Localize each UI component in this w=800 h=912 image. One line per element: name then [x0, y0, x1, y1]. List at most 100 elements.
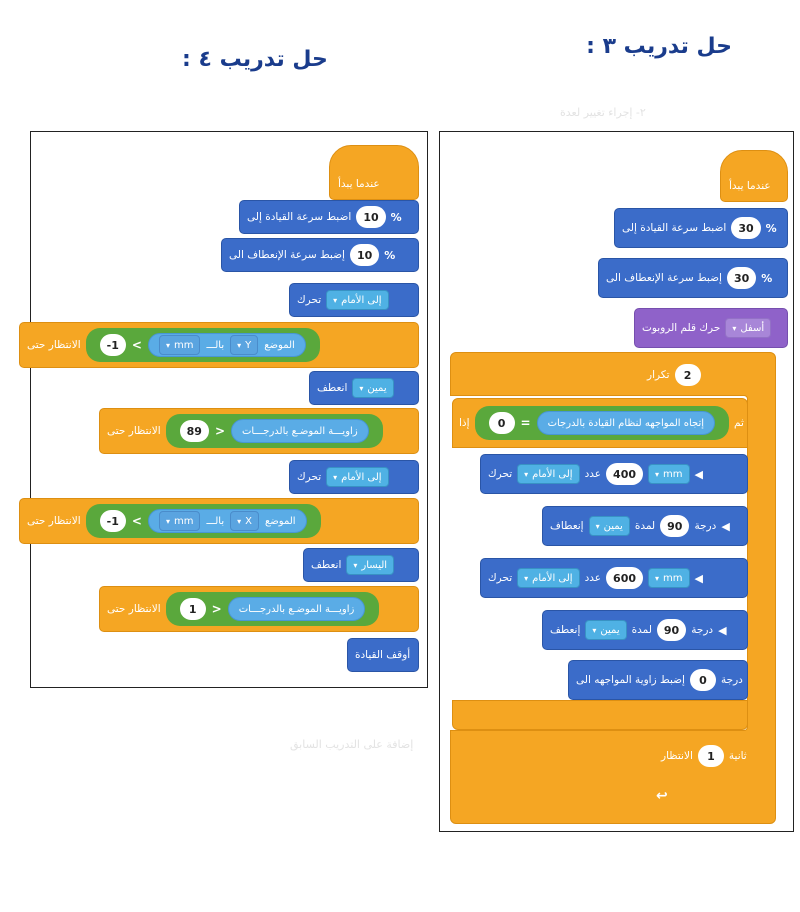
drive-for-block[interactable]: تحرك ▾إلى الأمام عدد 400 ▾mm ◀ [480, 454, 748, 494]
block-label: تحرك [297, 471, 322, 483]
turn-block[interactable]: انعطف ▾يمين [309, 371, 419, 405]
when-started-hat-block[interactable]: عندما يبدأ [720, 150, 788, 202]
block-label: إنعطف [550, 624, 581, 636]
direction-dropdown[interactable]: ▾إلى الأمام [517, 464, 580, 484]
chevron-down-icon: ▾ [165, 340, 170, 350]
block-label: الانتظار حتى [107, 425, 161, 437]
degree-unit: درجة [694, 520, 717, 532]
expand-arrow-icon[interactable]: ◀ [694, 571, 703, 585]
set-drive-velocity-block[interactable]: اضبط سرعة القيادة إلى 30 % [614, 208, 788, 248]
chevron-down-icon: ▾ [237, 340, 242, 350]
drive-for-block[interactable]: تحرك ▾إلى الأمام عدد 600 ▾mm ◀ [480, 558, 748, 598]
percent-unit: % [765, 221, 777, 235]
set-heading-block[interactable]: إضبط زاوية المواجهه الى 0 درجة [568, 660, 748, 700]
compare-value-input[interactable]: 0 [488, 412, 515, 434]
unit-dropdown[interactable]: ▾mm [158, 335, 201, 355]
drive-heading-reporter[interactable]: إتجاه المواجهه لنظام القيادة بالدرجات [536, 411, 716, 435]
direction-dropdown[interactable]: ▾إلى الأمام [326, 467, 389, 487]
unit-dropdown[interactable]: ▾mm [158, 511, 201, 531]
axis-dropdown[interactable]: ▾X [230, 511, 259, 531]
angle-input[interactable]: 90 [656, 619, 687, 641]
direction-dropdown[interactable]: ▾اليسار [346, 555, 395, 575]
wait-until-block[interactable]: الانتظار حتى 89 > زاويـــة الموضـع بالدر… [99, 408, 419, 454]
stop-driving-block[interactable]: أوقف القيادة [347, 638, 419, 672]
heading-sensor-reporter[interactable]: زاويـــة الموضـع بالدرجـــات [227, 597, 366, 621]
compare-value-input[interactable]: -1 [99, 334, 126, 356]
greater-than-operator[interactable]: 89 > زاويـــة الموضـع بالدرجـــات [165, 414, 383, 448]
set-drive-velocity-block[interactable]: اضبط سرعة القيادة إلى 10 % [239, 200, 419, 234]
move-pen-block[interactable]: حرك قلم الروبوت ▾أسفل [634, 308, 788, 348]
percent-unit: % [390, 210, 402, 224]
block-label: لمدة [634, 520, 656, 532]
less-than-operator[interactable]: -1 < الموضع ▾X بالـــ ▾mm [85, 504, 321, 538]
unit-dropdown[interactable]: ▾mm [648, 464, 690, 484]
repeat-count-input[interactable]: 2 [674, 364, 701, 386]
wait-until-block[interactable]: الانتظار حتى 1 > زاويـــة الموضـع بالدرج… [99, 586, 419, 632]
velocity-input[interactable]: 30 [731, 217, 761, 239]
title-exercise-3: حل تدريب ٣ : [586, 34, 732, 59]
equals-operator[interactable]: 0 = إتجاه المواجهه لنظام القيادة بالدرجا… [474, 406, 730, 440]
chevron-down-icon: ▾ [592, 625, 597, 635]
exercise-3-panel: عندما يبدأ اضبط سرعة القيادة إلى 30 % إض… [439, 131, 794, 832]
when-started-hat-block[interactable]: عندما يبدأ [329, 145, 419, 200]
block-label: انعطف [317, 382, 348, 394]
block-label: انعطف [311, 559, 342, 571]
block-label: أوقف القيادة [355, 649, 411, 661]
greater-than-operator[interactable]: 1 > زاويـــة الموضـع بالدرجـــات [165, 592, 380, 626]
turn-velocity-input[interactable]: 30 [726, 267, 757, 289]
turn-for-block[interactable]: إنعطاف ▾يمين لمدة 90 درجة ◀ [542, 506, 748, 546]
direction-dropdown[interactable]: ▾إلى الأمام [326, 290, 389, 310]
drive-block[interactable]: تحرك ▾إلى الأمام [289, 283, 419, 317]
compare-value-input[interactable]: -1 [99, 510, 126, 532]
operator-symbol: > [214, 424, 226, 438]
distance-input[interactable]: 600 [606, 567, 644, 589]
turn-velocity-input[interactable]: 10 [349, 244, 380, 266]
direction-dropdown[interactable]: ▾يمين [588, 516, 630, 536]
chevron-down-icon: ▾ [595, 521, 600, 531]
block-label: تحرك [488, 572, 513, 584]
drive-block[interactable]: تحرك ▾إلى الأمام [289, 460, 419, 494]
distance-input[interactable]: 400 [606, 463, 644, 485]
block-label: إضبط زاوية المواجهه الى [576, 674, 685, 686]
axis-dropdown[interactable]: ▾Y [230, 335, 259, 355]
pen-position-dropdown[interactable]: ▾أسفل [725, 318, 772, 338]
block-label: عدد [584, 572, 602, 584]
expand-arrow-icon[interactable]: ◀ [694, 467, 703, 481]
angle-input[interactable]: 90 [660, 515, 690, 537]
position-sensor-reporter[interactable]: الموضع ▾Y بالـــ ▾mm [147, 333, 306, 357]
heading-sensor-reporter[interactable]: زاويـــة الموضـع بالدرجـــات [231, 419, 369, 443]
if-header[interactable]: إذا 0 = إتجاه المواجهه لنظام القيادة بال… [452, 398, 748, 448]
if-label: إذا [459, 417, 470, 429]
compare-value-input[interactable]: 89 [179, 420, 209, 442]
block-label: حرك قلم الروبوت [642, 322, 721, 334]
operator-symbol: > [211, 602, 222, 616]
repeat-label: تكرار [647, 369, 670, 381]
wait-until-block[interactable]: الانتظار حتى -1 < الموضع ▾X بالـــ ▾mm [19, 498, 419, 544]
title-exercise-4: حل تدريب ٤ : [182, 47, 328, 72]
direction-dropdown[interactable]: ▾يمين [352, 378, 394, 398]
block-label: إضبط سرعة الإنعطاف الى [606, 272, 722, 284]
position-sensor-reporter[interactable]: الموضع ▾X بالـــ ▾mm [147, 509, 307, 533]
wait-until-block[interactable]: الانتظار حتى -1 < الموضع ▾Y بالـــ ▾mm [19, 322, 419, 368]
chevron-down-icon: ▾ [333, 472, 338, 482]
seconds-input[interactable]: 1 [697, 745, 724, 767]
heading-input[interactable]: 0 [689, 669, 716, 691]
turn-block[interactable]: انعطف ▾اليسار [303, 548, 419, 582]
chevron-down-icon: ▾ [237, 516, 242, 526]
set-turn-velocity-block[interactable]: إضبط سرعة الإنعطاف الى 10 % [221, 238, 419, 272]
direction-dropdown[interactable]: ▾إلى الأمام [517, 568, 580, 588]
expand-arrow-icon[interactable]: ◀ [721, 519, 730, 533]
velocity-input[interactable]: 10 [356, 206, 386, 228]
set-turn-velocity-block[interactable]: إضبط سرعة الإنعطاف الى 30 % [598, 258, 788, 298]
block-label: الانتظار حتى [27, 339, 81, 351]
repeat-header[interactable]: تكرار 2 [640, 358, 776, 392]
direction-dropdown[interactable]: ▾يمين [585, 620, 627, 640]
block-label: اضبط سرعة القيادة إلى [622, 222, 727, 234]
expand-arrow-icon[interactable]: ◀ [718, 623, 727, 637]
unit-dropdown[interactable]: ▾mm [648, 568, 690, 588]
chevron-down-icon: ▾ [732, 323, 737, 333]
wait-seconds-block[interactable]: الانتظار 1 ثانية [654, 736, 776, 776]
compare-value-input[interactable]: 1 [179, 598, 206, 620]
turn-for-block[interactable]: إنعطف ▾يمين لمدة 90 درجة ◀ [542, 610, 748, 650]
less-than-operator[interactable]: -1 < الموضع ▾Y بالـــ ▾mm [85, 328, 320, 362]
